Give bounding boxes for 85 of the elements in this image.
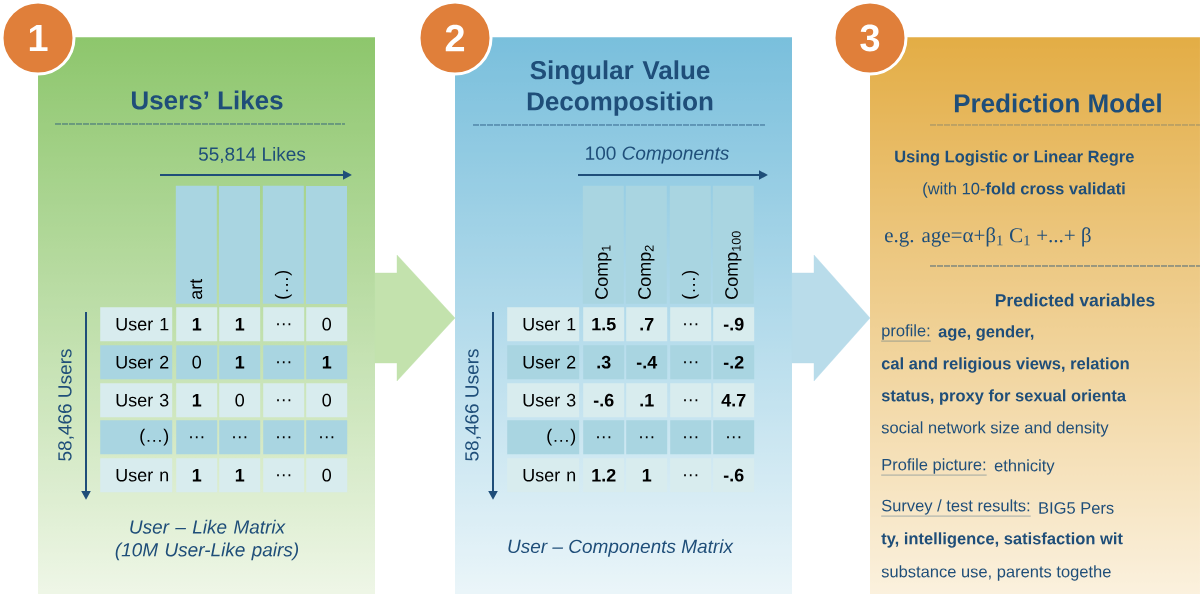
table-cell: 4.7 xyxy=(713,383,755,418)
axis-label: 58,466 Users xyxy=(465,349,481,461)
table-cell: 1.2 xyxy=(583,458,625,493)
table-cell: -.6 xyxy=(583,383,625,418)
table-cell: … xyxy=(583,420,625,455)
table-cell: 1 xyxy=(626,458,668,493)
category-label: Profile picture: xyxy=(881,458,987,476)
table-cell: 0 xyxy=(306,307,348,342)
subtitle: Using Logistic or Linear Regre xyxy=(895,150,1134,166)
panel-title: Singular Value Decomposition xyxy=(527,60,713,116)
row-header: (…) xyxy=(507,420,580,455)
column-header: Comp$_{100}$ xyxy=(712,185,754,304)
table-cell: .3 xyxy=(583,345,625,380)
row-header: (…) xyxy=(100,420,173,455)
panel-title: Prediction Model xyxy=(954,93,1161,113)
subtitle: (with 10-fold cross validati xyxy=(923,182,1125,198)
number-badge: 3 xyxy=(832,0,908,76)
axis-label: 58,466 Users xyxy=(58,349,74,461)
category-label: profile: xyxy=(881,324,931,342)
variable-list: ethnicity xyxy=(994,459,1055,475)
matrix-name: User – Components Matrix xyxy=(508,539,734,557)
table-cell: 1 xyxy=(219,345,261,380)
category-label: Survey / test results: xyxy=(881,499,1031,517)
column-header: (…) xyxy=(262,185,304,304)
table-cell: 1.5 xyxy=(583,307,625,342)
table-cell: 0 xyxy=(219,383,261,418)
table-cell: -.6 xyxy=(713,458,755,493)
row-header: User 2 xyxy=(100,345,173,380)
table-cell: 1 xyxy=(219,307,261,342)
table-cell: 0 xyxy=(306,458,348,493)
variable-list: cal and religious views, relation xyxy=(881,357,1129,373)
table-cell: 1 xyxy=(176,383,218,418)
row-header: User 2 xyxy=(507,345,580,380)
column-header: (…) xyxy=(669,185,711,304)
table-cell: … xyxy=(713,420,755,455)
table-cell: 1 xyxy=(176,458,218,493)
table-cell: .1 xyxy=(626,383,668,418)
table-cell: 1 xyxy=(176,307,218,342)
table-cell: … xyxy=(670,420,712,455)
formula: e.g. age=α+β$_{1}$ C$_{1}$ +...+ β xyxy=(885,227,1091,247)
table-cell: .7 xyxy=(626,307,668,342)
variable-list: status, proxy for sexual orienta xyxy=(881,389,1127,405)
number-badge: 1 xyxy=(0,0,76,76)
table-cell: … xyxy=(306,420,348,455)
variable-list: age, gender, xyxy=(938,325,1034,341)
variable-list: BIG5 Pers xyxy=(1039,502,1114,514)
table-cell: 1 xyxy=(219,458,261,493)
table-cell: … xyxy=(176,420,218,455)
table-cell: … xyxy=(263,458,305,493)
table-cell: -.2 xyxy=(713,345,755,380)
row-header: User 1 xyxy=(100,307,173,342)
variable-list: social network size and density xyxy=(881,421,1109,437)
table-cell: … xyxy=(263,383,305,418)
axis-label: 100 Components xyxy=(586,146,729,164)
row-header: User n xyxy=(100,458,173,493)
variable-list: substance use, parents togethe xyxy=(881,565,1111,581)
table-cell: … xyxy=(263,345,305,380)
row-header: User 3 xyxy=(507,383,580,418)
table-cell: … xyxy=(670,345,712,380)
table-cell: … xyxy=(670,458,712,493)
table-cell: -.4 xyxy=(626,345,668,380)
table-cell: 1 xyxy=(306,345,348,380)
column-header: Comp$_{2}$ xyxy=(625,185,667,304)
table-cell: 0 xyxy=(306,383,348,418)
table-cell: 0 xyxy=(176,345,218,380)
row-header: User 3 xyxy=(100,383,173,418)
section-heading: Predicted variables xyxy=(995,293,1155,307)
row-header: User 1 xyxy=(507,307,580,342)
arrow xyxy=(791,254,871,382)
table-cell: … xyxy=(626,420,668,455)
table-cell: … xyxy=(670,383,712,418)
matrix-name: User – Like Matrix (10M User-Like pairs) xyxy=(115,519,299,561)
axis-label: 55,814 Likes xyxy=(198,146,306,164)
table-cell: -.9 xyxy=(713,307,755,342)
column-header: art xyxy=(175,185,217,304)
variable-list: ty, intelligence, satisfaction wit xyxy=(881,532,1123,548)
table-cell: … xyxy=(670,307,712,342)
panel-title: Users’ Likes xyxy=(132,90,283,110)
row-header: User n xyxy=(507,458,580,493)
column-header: Comp$_{1}$ xyxy=(582,185,624,304)
table-cell: … xyxy=(219,420,261,455)
arrow xyxy=(374,254,456,382)
number-badge: 2 xyxy=(417,0,493,76)
table-cell: … xyxy=(263,420,305,455)
table-cell: … xyxy=(263,307,305,342)
